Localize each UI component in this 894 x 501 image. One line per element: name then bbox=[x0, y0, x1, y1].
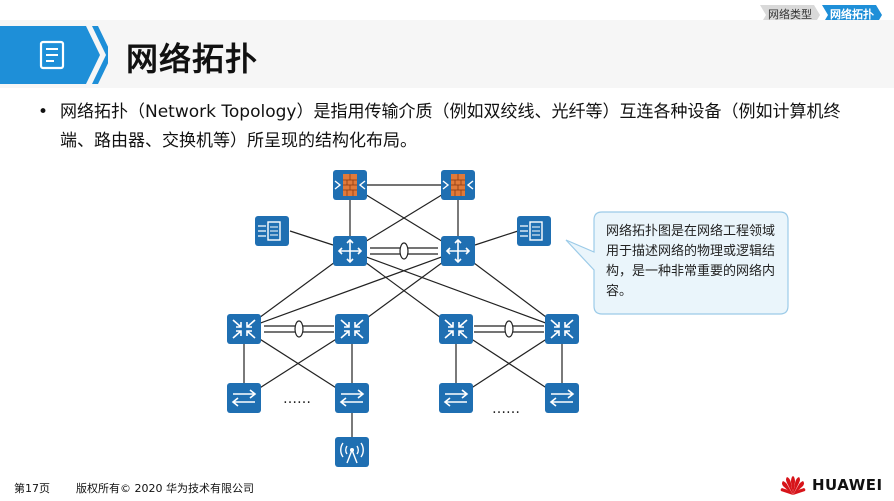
firewall-icon bbox=[441, 170, 475, 200]
core-switch-icon bbox=[333, 236, 367, 266]
access-switch-icon bbox=[545, 383, 579, 413]
access-switch-icon bbox=[439, 383, 473, 413]
core-switch-icon bbox=[441, 236, 475, 266]
access-switch-icon bbox=[335, 383, 369, 413]
aggregation-switch-icon bbox=[227, 314, 261, 344]
access-controller-icon bbox=[517, 216, 551, 246]
devices-ellipsis: …… bbox=[283, 391, 311, 407]
access-switch-icon bbox=[227, 383, 261, 413]
devices-ellipsis: …… bbox=[492, 401, 520, 417]
bullet-dot: • bbox=[38, 102, 49, 122]
title-icon-box bbox=[0, 26, 108, 84]
callout-text: 网络拓扑图是在网络工程领域用于描述网络的物理或逻辑结构，是一种非常重要的网络内容… bbox=[606, 224, 776, 299]
access-controller-icon bbox=[255, 216, 289, 246]
header-band bbox=[0, 20, 894, 88]
footer-copyright: 版权所有© 2020 华为技术有限公司 bbox=[76, 482, 254, 495]
huawei-logo-icon bbox=[780, 476, 806, 495]
aggregation-switch-icon bbox=[439, 314, 473, 344]
footer-page-number: 第17页 bbox=[14, 482, 50, 495]
brand-name: HUAWEI bbox=[812, 476, 883, 494]
bullet-paragraph: • 网络拓扑（Network Topology）是指用传输介质（例如双绞线、光纤… bbox=[38, 98, 868, 156]
aggregation-switch-icon bbox=[335, 314, 369, 344]
link-aggregation-marks bbox=[294, 242, 514, 338]
topology-diagram: …… …… bbox=[227, 170, 789, 467]
aggregation-switch-icon bbox=[545, 314, 579, 344]
page-title: 网络拓扑 bbox=[126, 40, 259, 78]
firewall-icon bbox=[333, 170, 367, 200]
document-icon bbox=[39, 40, 65, 70]
footer-logo: HUAWEI bbox=[780, 474, 883, 496]
callout-bubble bbox=[565, 211, 789, 315]
bullet-text: 网络拓扑（Network Topology）是指用传输介质（例如双绞线、光纤等）… bbox=[60, 102, 841, 151]
wireless-ap-icon bbox=[335, 437, 369, 467]
